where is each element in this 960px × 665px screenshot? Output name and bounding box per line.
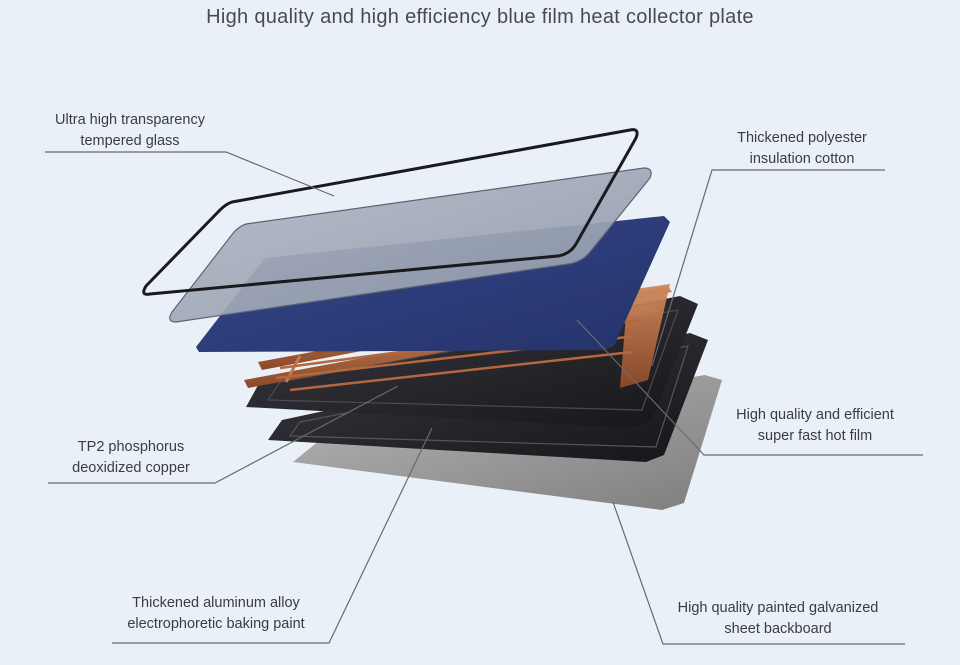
callout-film-line2: super fast hot film: [757, 428, 873, 444]
callout-backboard-line1: High quality painted galvanized: [677, 600, 879, 616]
leader-glass: [45, 151, 335, 197]
callout-aluminum: Thickened aluminum alloy electrophoretic…: [106, 593, 326, 635]
callout-film-line1: High quality and efficient: [736, 407, 894, 423]
leader-aluminum: [112, 427, 433, 644]
page-title: High quality and high efficiency blue fi…: [206, 6, 754, 28]
callout-insulation-line2: insulation cotton: [749, 151, 855, 167]
callout-insulation: Thickened polyester insulation cotton: [713, 128, 891, 170]
callout-copper-line1: TP2 phosphorus: [77, 439, 185, 455]
callout-aluminum-line2: electrophoretic baking paint: [127, 616, 305, 632]
leader-backboard: [612, 501, 905, 645]
callout-glass-line2: tempered glass: [80, 133, 180, 149]
leader-insulation: [651, 169, 885, 367]
callout-glass: Ultra high transparency tempered glass: [36, 110, 224, 152]
tempered-glass-layer: [169, 167, 652, 323]
leader-copper: [48, 385, 399, 484]
glass-gasket-outline: [142, 128, 639, 296]
callout-backboard-line2: sheet backboard: [724, 621, 832, 637]
callout-backboard: High quality painted galvanized sheet ba…: [658, 598, 898, 640]
callout-film: High quality and efficient super fast ho…: [714, 405, 916, 447]
leader-lines: [45, 151, 923, 645]
leader-film: [576, 319, 923, 456]
callout-copper-line2: deoxidized copper: [72, 460, 190, 476]
callout-insulation-line1: Thickened polyester: [737, 130, 867, 146]
callout-glass-line1: Ultra high transparency: [55, 112, 205, 128]
callout-copper: TP2 phosphorus deoxidized copper: [52, 437, 210, 479]
callout-aluminum-line1: Thickened aluminum alloy: [132, 595, 300, 611]
